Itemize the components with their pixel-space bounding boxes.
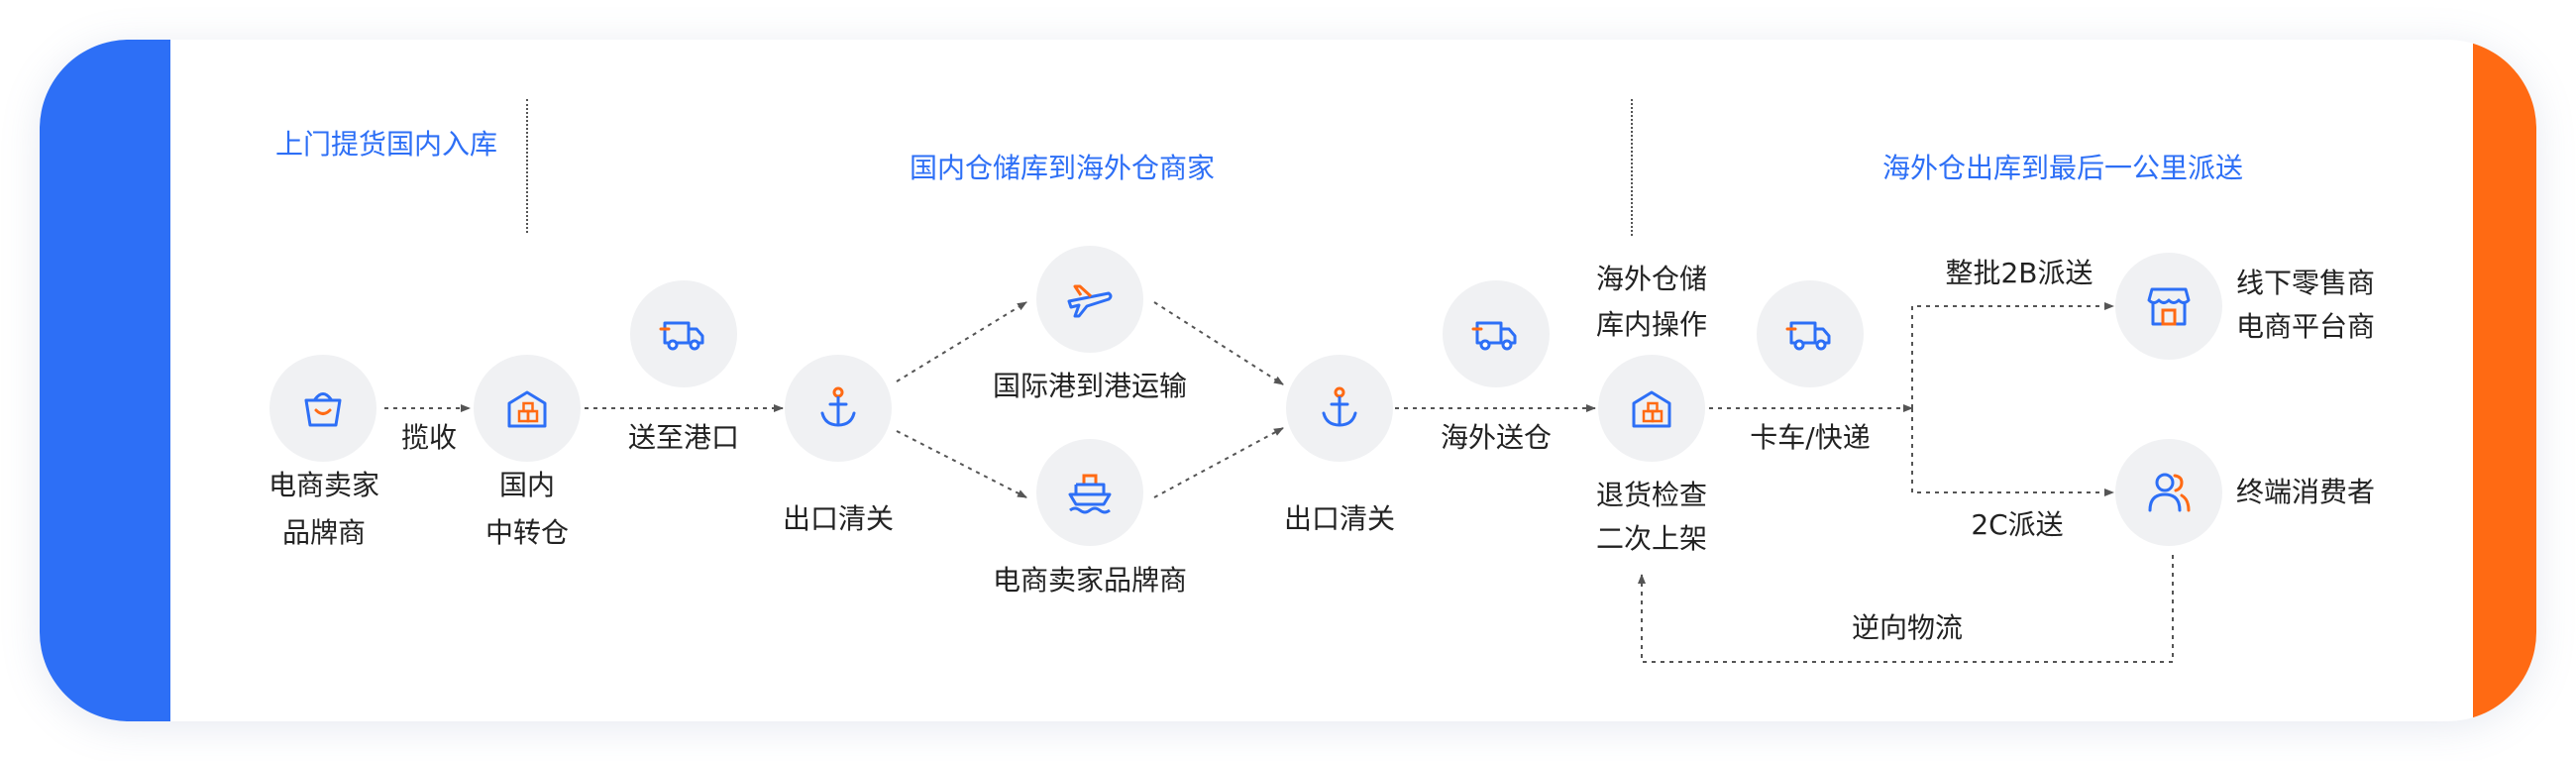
edge-label-c2c: 2C派送	[1971, 508, 2064, 541]
node-export-customs-label: 出口清关	[782, 502, 894, 535]
shopping-bag-icon	[304, 392, 342, 427]
node-consumer	[2115, 439, 2222, 546]
node-retail	[2115, 253, 2222, 360]
edge-air-import	[1153, 301, 1284, 385]
node-overseas-top-2: 库内操作	[1595, 308, 1707, 341]
truck-icon	[1471, 321, 1517, 351]
node-import-customs-label: 出口清关	[1283, 502, 1395, 535]
edge-split-retail	[1911, 302, 2114, 408]
node-consumer-label: 终端消费者	[2236, 476, 2376, 508]
node-overseas-bottom-2: 二次上架	[1595, 522, 1707, 555]
truck-icon	[1785, 321, 1831, 351]
edge-label-to-warehouse: 海外送仓	[1440, 421, 1552, 454]
node-overseas-bottom-1: 退货检查	[1595, 479, 1707, 511]
airplane-icon	[1067, 284, 1113, 318]
node-seller	[269, 355, 376, 462]
user-group-icon	[2148, 473, 2191, 512]
node-transit-label-2: 中转仓	[484, 516, 569, 549]
node-air-transport	[1036, 246, 1143, 353]
anchor-icon	[820, 386, 856, 427]
truck-badge-2	[1443, 280, 1550, 387]
node-export-customs	[785, 355, 892, 462]
edge-split-consumer	[1911, 408, 2114, 496]
edge-label-pickup: 揽收	[400, 421, 457, 454]
node-transit-label-1: 国内	[498, 469, 555, 501]
edge-label-to-port: 送至港口	[627, 421, 739, 454]
node-sea-label: 电商卖家品牌商	[992, 564, 1187, 597]
section-divider-2	[1631, 99, 1633, 236]
node-import-customs	[1286, 355, 1393, 462]
node-retail-label-1: 线下零售商	[2236, 267, 2376, 299]
node-seller-label-2: 品牌商	[281, 516, 366, 549]
node-air-label: 国际港到港运输	[992, 370, 1187, 402]
ship-icon	[1068, 474, 1112, 514]
truck-badge-3	[1757, 280, 1864, 387]
edge-label-b2b: 整批2B派送	[1945, 257, 2093, 289]
diagram-card	[40, 40, 2536, 721]
warehouse-icon	[1632, 390, 1671, 428]
node-sea-transport	[1036, 439, 1143, 546]
section-title-domestic-to-overseas: 国内仓储库到海外仓商家	[910, 152, 1216, 184]
edge-ship-import	[1153, 427, 1284, 498]
section-title-pickup: 上门提货国内入库	[275, 128, 498, 161]
edge-label-truck-express: 卡车/快递	[1750, 421, 1871, 454]
truck-badge-1	[630, 280, 737, 387]
node-retail-label-2: 电商平台商	[2236, 310, 2376, 343]
edge-port-air	[896, 301, 1027, 382]
section-divider-1	[526, 99, 528, 233]
node-overseas-top-1: 海外仓储	[1595, 263, 1707, 295]
node-seller-label-1: 电商卖家	[268, 469, 379, 501]
edge-label-reverse: 逆向物流	[1851, 611, 1963, 644]
edge-port-ship	[896, 430, 1027, 498]
truck-icon	[659, 321, 704, 351]
node-transit-warehouse	[474, 355, 581, 462]
edge-reverse-logistics	[1638, 555, 2174, 663]
left-accent-band	[40, 40, 170, 721]
anchor-icon	[1322, 386, 1357, 427]
section-title-last-mile: 海外仓出库到最后一公里派送	[1882, 152, 2244, 184]
node-overseas-warehouse	[1598, 355, 1705, 462]
warehouse-icon	[507, 390, 547, 428]
right-accent-band	[2473, 40, 2536, 721]
store-icon	[2147, 287, 2191, 326]
